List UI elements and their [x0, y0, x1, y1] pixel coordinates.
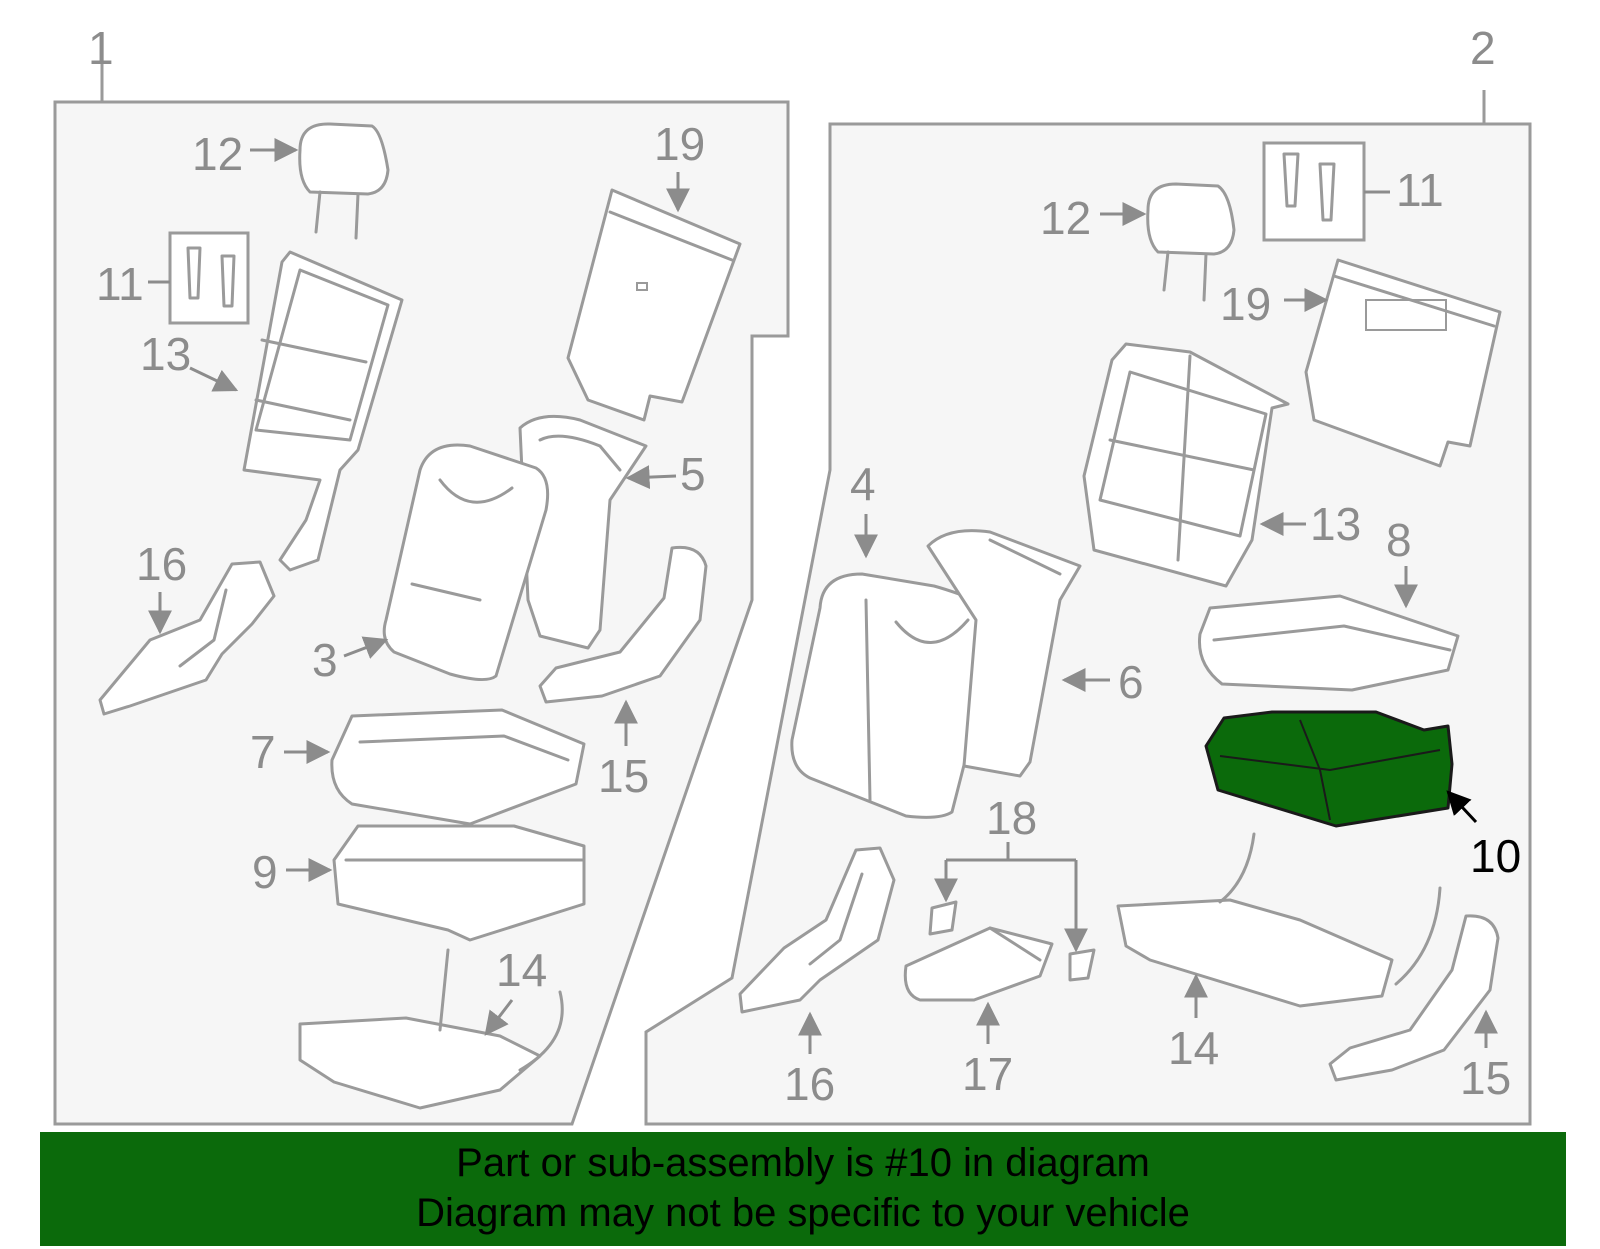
banner-line-1: Part or sub-assembly is #10 in diagram: [456, 1141, 1150, 1185]
callout-11: 11: [1396, 164, 1444, 216]
callout-16: 16: [784, 1058, 835, 1110]
callout-8: 8: [1386, 514, 1412, 566]
callout-9: 9: [252, 846, 278, 898]
bracket-part: [98, 560, 276, 716]
callout-10: 10: [1470, 830, 1521, 882]
callout-19: 19: [1220, 278, 1271, 330]
callout-17: 17: [962, 1048, 1013, 1100]
cushion-cover-part: [1197, 594, 1460, 692]
seatback-pad-part: [518, 414, 648, 650]
callout-12: 12: [192, 128, 243, 180]
side-cover-part: [538, 545, 708, 704]
cushion-pad-part: [332, 824, 586, 942]
bolts-part: [1262, 141, 1366, 242]
bolts-part: [168, 231, 250, 325]
clip-part: [1068, 948, 1096, 982]
callout-19: 19: [654, 118, 705, 170]
cushion-frame-part: [1116, 832, 1442, 1008]
banner-line-2: Diagram may not be specific to your vehi…: [416, 1191, 1190, 1235]
callout-13: 13: [1310, 498, 1361, 550]
cushion-cover-part: [330, 708, 586, 826]
callout-15: 15: [1460, 1052, 1511, 1104]
callout-11: 11: [96, 258, 144, 310]
panel-2-number: 2: [1470, 22, 1496, 74]
callout-5: 5: [680, 448, 706, 500]
callout-4: 4: [850, 458, 876, 510]
armrest-part: [903, 926, 1054, 1002]
back-panel-part: [1304, 258, 1502, 468]
callout-18: 18: [986, 792, 1037, 844]
cushion-pad-highlighted: [1204, 710, 1454, 828]
callout-6: 6: [1118, 656, 1144, 708]
callout-14: 14: [496, 944, 547, 996]
callout-12: 12: [1040, 192, 1091, 244]
callout-14: 14: [1168, 1022, 1219, 1074]
callout-7: 7: [250, 726, 276, 778]
left-panel: 1 12 11 13 19: [53, 22, 790, 1126]
seatback-pad-part: [926, 529, 1082, 778]
back-panel-part: [566, 188, 742, 422]
callout-3: 3: [312, 634, 338, 686]
headrest-part: [1146, 182, 1236, 302]
callout-15: 15: [598, 750, 649, 802]
callout-13: 13: [140, 328, 191, 380]
seatback-frame-part: [242, 250, 404, 572]
bracket-part: [738, 846, 896, 1014]
headrest-part: [298, 122, 390, 240]
right-panel: 2 12 11 19 13: [644, 22, 1532, 1126]
panel-1-number: 1: [88, 22, 114, 74]
side-cover-part: [1328, 914, 1500, 1082]
info-banner: Part or sub-assembly is #10 in diagram D…: [40, 1132, 1566, 1246]
clip-part: [928, 900, 958, 936]
callout-16: 16: [136, 538, 187, 590]
seatback-frame-part: [1082, 342, 1290, 588]
cushion-frame-part: [298, 948, 564, 1110]
